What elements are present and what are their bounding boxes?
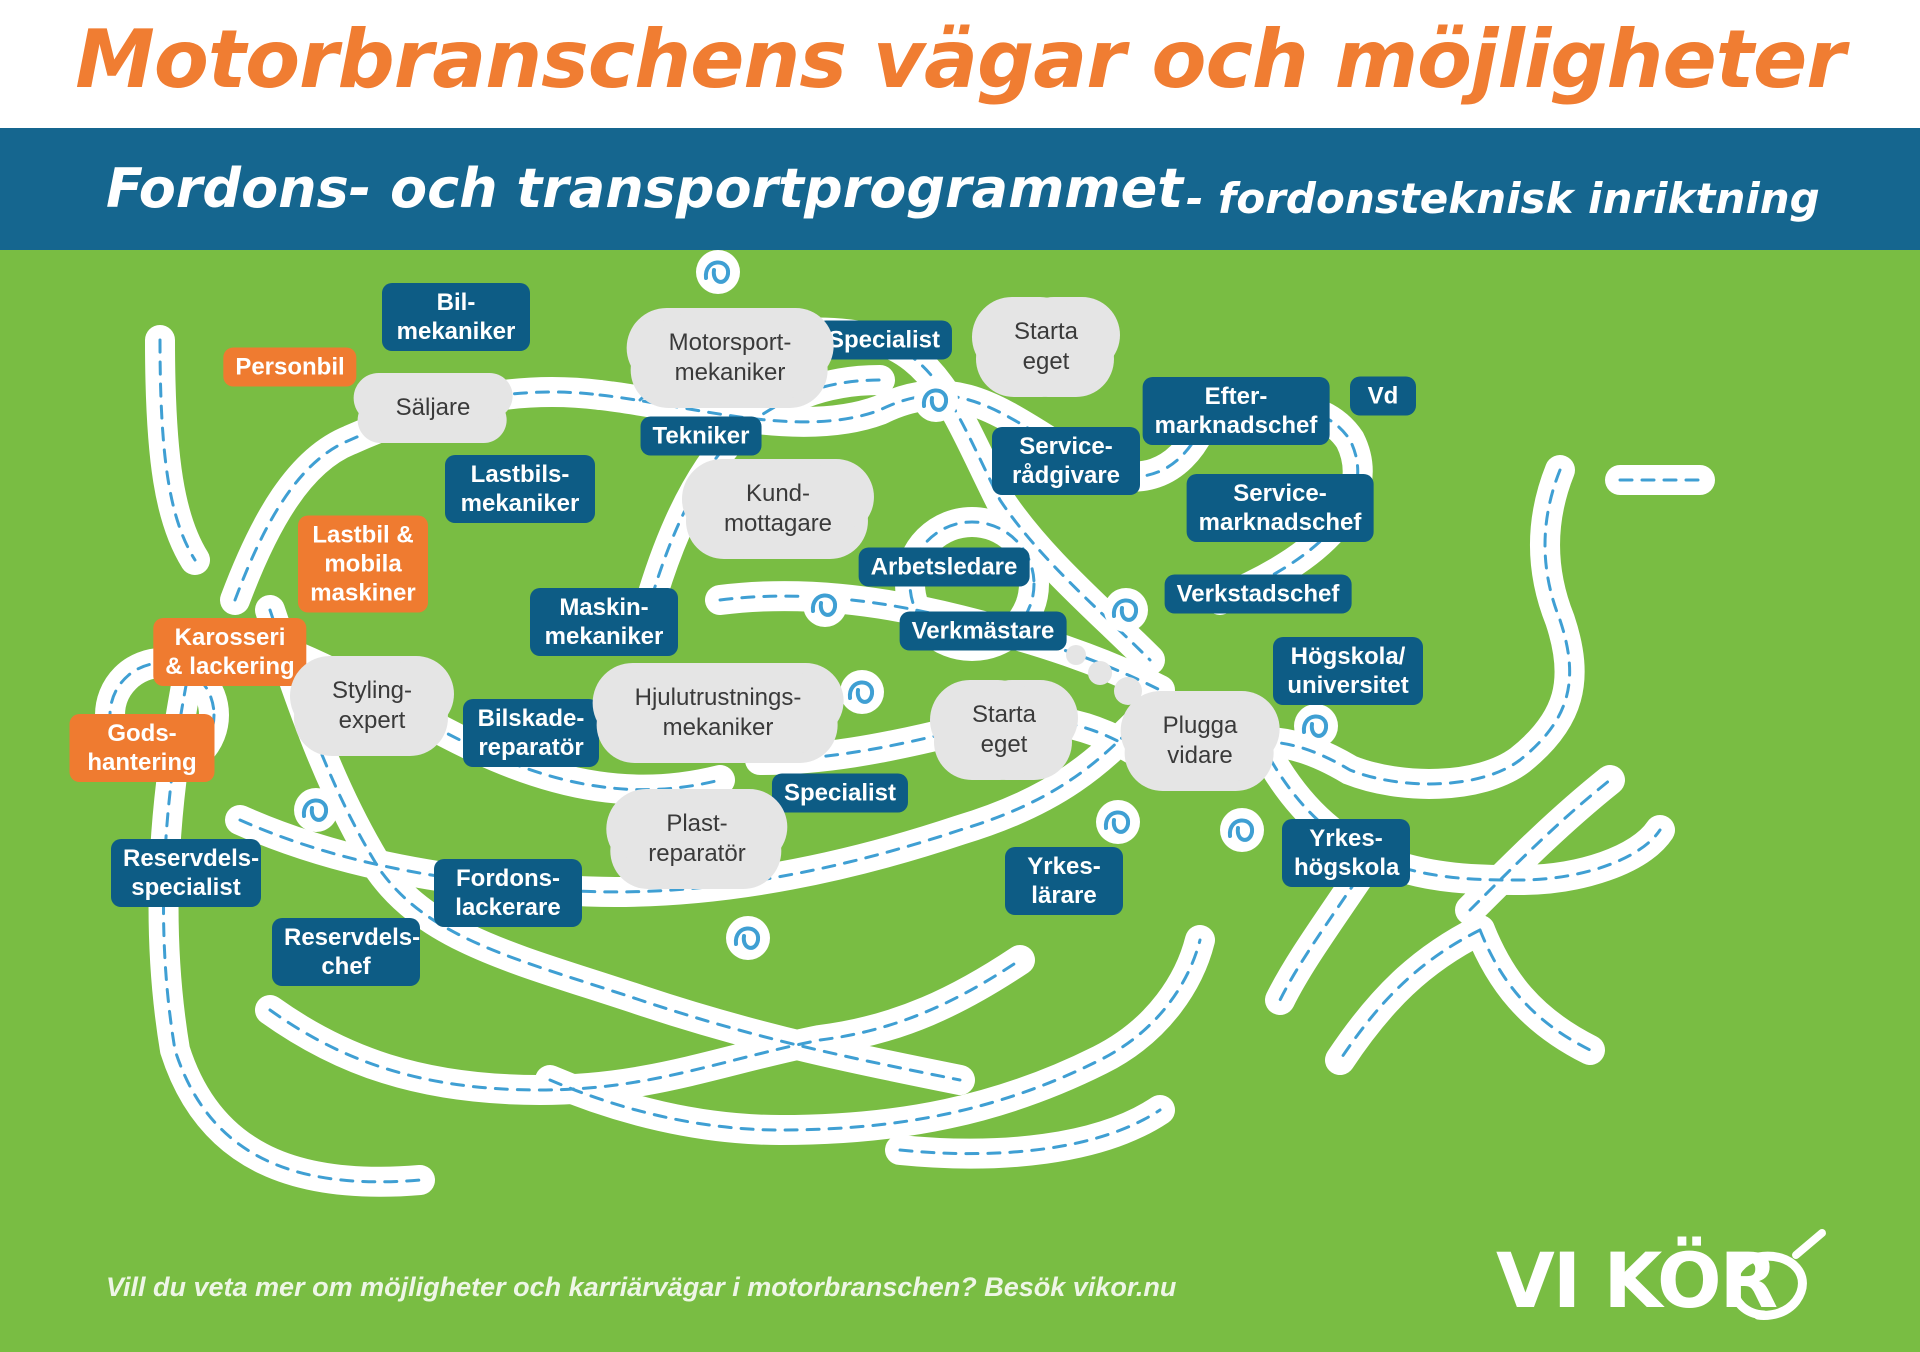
role-maskinmekaniker[interactable]: Maskin- mekaniker <box>530 588 678 656</box>
option-saljare[interactable]: Säljare <box>369 379 497 437</box>
entry-lastbil[interactable]: Lastbil & mobila maskiner <box>298 515 428 613</box>
logo-swirl-icon <box>1728 1229 1826 1320</box>
role-verkmastare[interactable]: Verkmästare <box>899 611 1067 651</box>
road-lane-marking <box>158 338 197 562</box>
road-loop-marker <box>1294 704 1338 748</box>
thought-bubble-dot <box>1066 645 1086 665</box>
role-specialist-mid[interactable]: Specialist <box>771 773 909 813</box>
entry-personbil[interactable]: Personbil <box>223 347 357 387</box>
role-specialist-top[interactable]: Specialist <box>815 320 953 360</box>
road-loop-icon <box>1111 598 1138 622</box>
road-lane-marking <box>1468 778 1612 912</box>
option-motorsportmekaniker[interactable]: Motorsport- mekaniker <box>642 314 818 402</box>
road-loop-icon <box>810 593 837 617</box>
option-starta-eget-top[interactable]: Starta eget <box>987 303 1105 391</box>
role-servicerad[interactable]: Service- rådgivare <box>992 427 1140 495</box>
role-bilmekaniker[interactable]: Bil- mekaniker <box>382 283 530 351</box>
footer-text: Vill du veta mer om möjligheter och karr… <box>106 1272 1177 1302</box>
role-lastbilsmekaniker[interactable]: Lastbils- mekaniker <box>445 455 595 523</box>
road-lane-marking <box>548 938 1202 1132</box>
road-lane-marking <box>233 390 602 602</box>
program-subtitle: - fordonsteknisk inriktning <box>1186 174 1820 223</box>
option-starta-eget-mid[interactable]: Starta eget <box>945 686 1063 774</box>
road-lane-marking <box>268 608 962 1082</box>
program-band: Fordons- och transportprogrammet - fordo… <box>0 128 1920 250</box>
role-arbetsledare[interactable]: Arbetsledare <box>858 547 1030 587</box>
role-fordonslackerare[interactable]: Fordons- lackerare <box>434 859 582 927</box>
road-loop-marker <box>803 583 847 627</box>
road-lane-marking <box>1338 928 1482 1062</box>
road-loop-icon <box>921 388 948 412</box>
role-bilskadereparator[interactable]: Bilskade- reparatör <box>463 699 599 767</box>
program-title: Fordons- och transportprogrammet <box>106 157 1184 220</box>
road-network <box>95 250 1715 1197</box>
role-eftermarknadschef[interactable]: Efter- marknadschef <box>1142 377 1330 445</box>
thought-bubble-dot <box>1088 661 1112 685</box>
option-plugga-vidare[interactable]: Plugga vidare <box>1136 697 1264 785</box>
role-servicemarknadschef[interactable]: Service- marknadschef <box>1186 474 1374 542</box>
road-loop-icon <box>1301 714 1328 738</box>
page-title: Motorbranschens vägar och möjligheter <box>75 13 1845 106</box>
road-loop-icon <box>301 798 328 822</box>
thought-bubble-dot <box>1114 677 1142 705</box>
role-hogskola[interactable]: Högskola/ universitet <box>1273 637 1423 705</box>
vikor-logo[interactable]: VI KÖR <box>1496 1225 1836 1335</box>
role-vd[interactable]: Vd <box>1350 376 1416 416</box>
road-loop-marker <box>294 788 338 832</box>
option-hjulutrustningsmekaniker[interactable]: Hjulutrustnings- mekaniker <box>608 669 828 757</box>
road-lane-marking <box>1258 738 1662 882</box>
road-lane-marking <box>1478 928 1592 1052</box>
option-kundmottagare[interactable]: Kund- mottagare <box>697 465 859 553</box>
role-verkstadschef[interactable]: Verkstadschef <box>1164 574 1352 614</box>
road-loop-icon <box>733 926 760 950</box>
road-loop-marker <box>914 378 958 422</box>
role-yrkeslarare[interactable]: Yrkes- lärare <box>1005 847 1123 915</box>
road-loop-marker <box>1104 588 1148 632</box>
road-loop-marker <box>1220 808 1264 852</box>
option-stylingexpert[interactable]: Styling- expert <box>305 662 439 750</box>
road-segment <box>1325 915 1495 1075</box>
career-map: Personbil Lastbil & mobila maskiner Karo… <box>0 250 1920 1352</box>
role-reservdelschef[interactable]: Reservdels- chef <box>272 918 420 986</box>
role-reservdelsspecialist[interactable]: Reservdels- specialist <box>111 839 261 907</box>
entry-karosseri[interactable]: Karosseri & lackering <box>153 618 307 686</box>
road-loop-marker <box>1096 800 1140 844</box>
road-loop-marker <box>726 916 770 960</box>
header: Motorbranschens vägar och möjligheter <box>0 0 1920 128</box>
role-yrkeshogskola[interactable]: Yrkes- högskola <box>1282 819 1410 887</box>
road-loop-marker <box>840 670 884 714</box>
role-tekniker[interactable]: Tekniker <box>640 416 762 456</box>
option-plastreparator[interactable]: Plast- reparatör <box>622 795 772 883</box>
road-segment <box>1465 915 1605 1065</box>
road-loop-marker <box>696 250 740 294</box>
entry-godshantering[interactable]: Gods- hantering <box>69 714 215 782</box>
road-lane-marking <box>1208 468 1572 786</box>
road-lane-marking <box>898 1108 1162 1156</box>
road-loop-icon <box>847 680 874 704</box>
road-lane-marking <box>268 958 1022 1092</box>
road-loop-icon <box>703 260 730 284</box>
road-lane-marking <box>248 638 722 792</box>
road-lane-marking <box>238 718 1142 894</box>
road-loop-icon <box>1103 810 1130 834</box>
road-loop-icon <box>1227 818 1254 842</box>
